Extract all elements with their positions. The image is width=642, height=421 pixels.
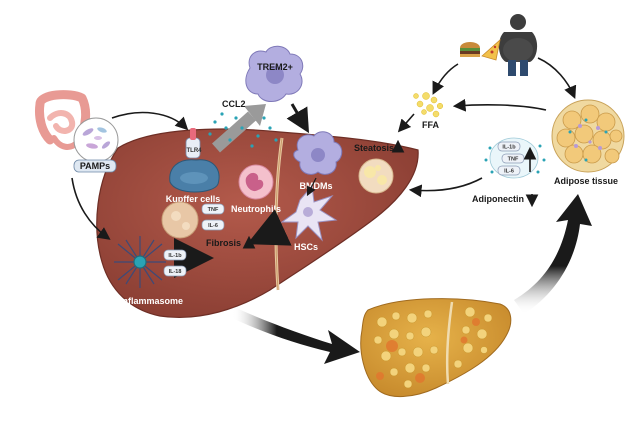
- liver-tnf-pill: TNF: [208, 207, 219, 213]
- liver-il6-pill: IL-6: [208, 223, 218, 229]
- arrow-pamps-to-inflammasome: [71, 177, 111, 240]
- adipose-tissue-icon: [551, 99, 625, 173]
- bmdm-macrophage-icon: [293, 131, 343, 175]
- pizza-icon: [481, 38, 501, 61]
- inflam-il18-pill: IL-18: [169, 269, 182, 275]
- arrow-pamps-to-kupffer: [111, 111, 189, 131]
- obese-person-icon: [498, 14, 538, 76]
- hscs-label: HSCs: [294, 242, 318, 252]
- ccl2-label: CCL2: [222, 99, 246, 109]
- fibrotic-hepatocyte-icon: [161, 201, 199, 239]
- neutrophil-icon: [238, 164, 274, 200]
- fatty-liver: [360, 298, 512, 397]
- arrow-person-to-ffa: [432, 63, 459, 95]
- ccl2-arrow: [212, 111, 256, 153]
- bmdms-label: BMDMs: [300, 181, 333, 191]
- adipose-tissue-label: Adipose tissue: [554, 176, 618, 186]
- steatosis-label: Steatosis: [354, 143, 394, 153]
- ffa-droplets-icon: [413, 92, 444, 118]
- progression-arrow-to-fatty-liver: [232, 306, 360, 364]
- arrow-adipose-to-ffa: [452, 98, 547, 112]
- inflam-il1b-pill: IL-1b: [168, 253, 182, 259]
- liver: [96, 128, 419, 318]
- pamps-label: PAMPs: [80, 161, 110, 171]
- ffa-label: FFA: [422, 120, 439, 130]
- arrow-adipose-to-liver: [408, 177, 483, 198]
- kupffer-cell-icon: [169, 128, 220, 193]
- trem2-label: TREM2+: [257, 62, 293, 72]
- fibrosis-label: Fibrosis: [206, 238, 241, 248]
- steatosis-cell-icon: [358, 158, 394, 194]
- arrow-hsc-to-fibrosis: [246, 209, 292, 246]
- adipo-tnf-pill: TNF: [508, 157, 519, 163]
- pamps-bacteria-icon: [73, 117, 119, 163]
- kupffer-cells-label: Kupffer cells: [166, 194, 221, 204]
- arrow-bmdm-to-hsc: [306, 177, 317, 197]
- adipo-il1b-pill: IL-1b: [502, 145, 516, 151]
- progression-arrow-to-adipose: [514, 194, 592, 314]
- pamps-badge: [73, 159, 117, 173]
- arrow-ffa-to-liver: [397, 113, 415, 133]
- ccl2-chemokine-dots: [208, 112, 278, 148]
- adipo-il6-pill: IL-6: [504, 169, 514, 175]
- burger-icon: [460, 42, 480, 57]
- arrow-trem2-down: [286, 103, 310, 134]
- adipokine-dots: [484, 144, 546, 174]
- trem2-macrophage-icon: [245, 45, 304, 102]
- inflammasome-label: Inflammasome: [120, 296, 183, 306]
- arrow-person-to-adipose: [537, 57, 577, 99]
- tlr4-label: TLR4: [187, 148, 203, 154]
- inflammasome-icon: [114, 236, 166, 288]
- intestine-icon: [35, 90, 91, 150]
- adiponectin-label: Adiponectin: [472, 194, 524, 204]
- neutrophils-label: Neutrophils: [231, 204, 281, 214]
